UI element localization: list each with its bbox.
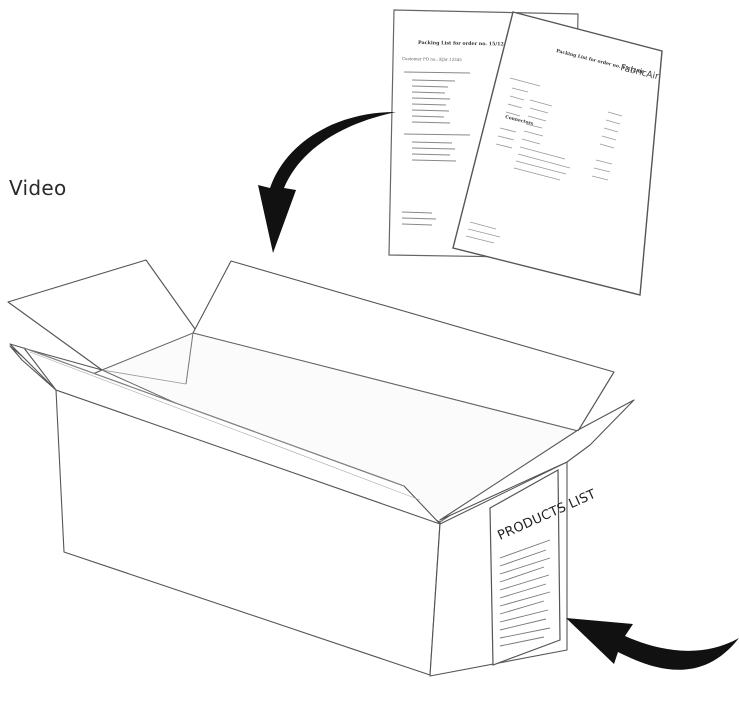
curved-arrow-left-icon <box>258 112 396 253</box>
back-doc-title: Packing List for order no. 15/12/06 <box>418 40 513 48</box>
back-doc-customer: Customer PO no.: Kjbr 12345 <box>402 56 462 62</box>
curved-arrow-right-icon <box>566 618 739 670</box>
packing-list-front: Packing List for order no. 15/12/06 Fabr… <box>452 11 663 296</box>
front-doc-lines <box>465 77 623 244</box>
products-list-label: PRODUCTS LIST <box>489 468 598 666</box>
back-doc-lines <box>401 71 471 226</box>
video-label: Video <box>9 176 67 200</box>
